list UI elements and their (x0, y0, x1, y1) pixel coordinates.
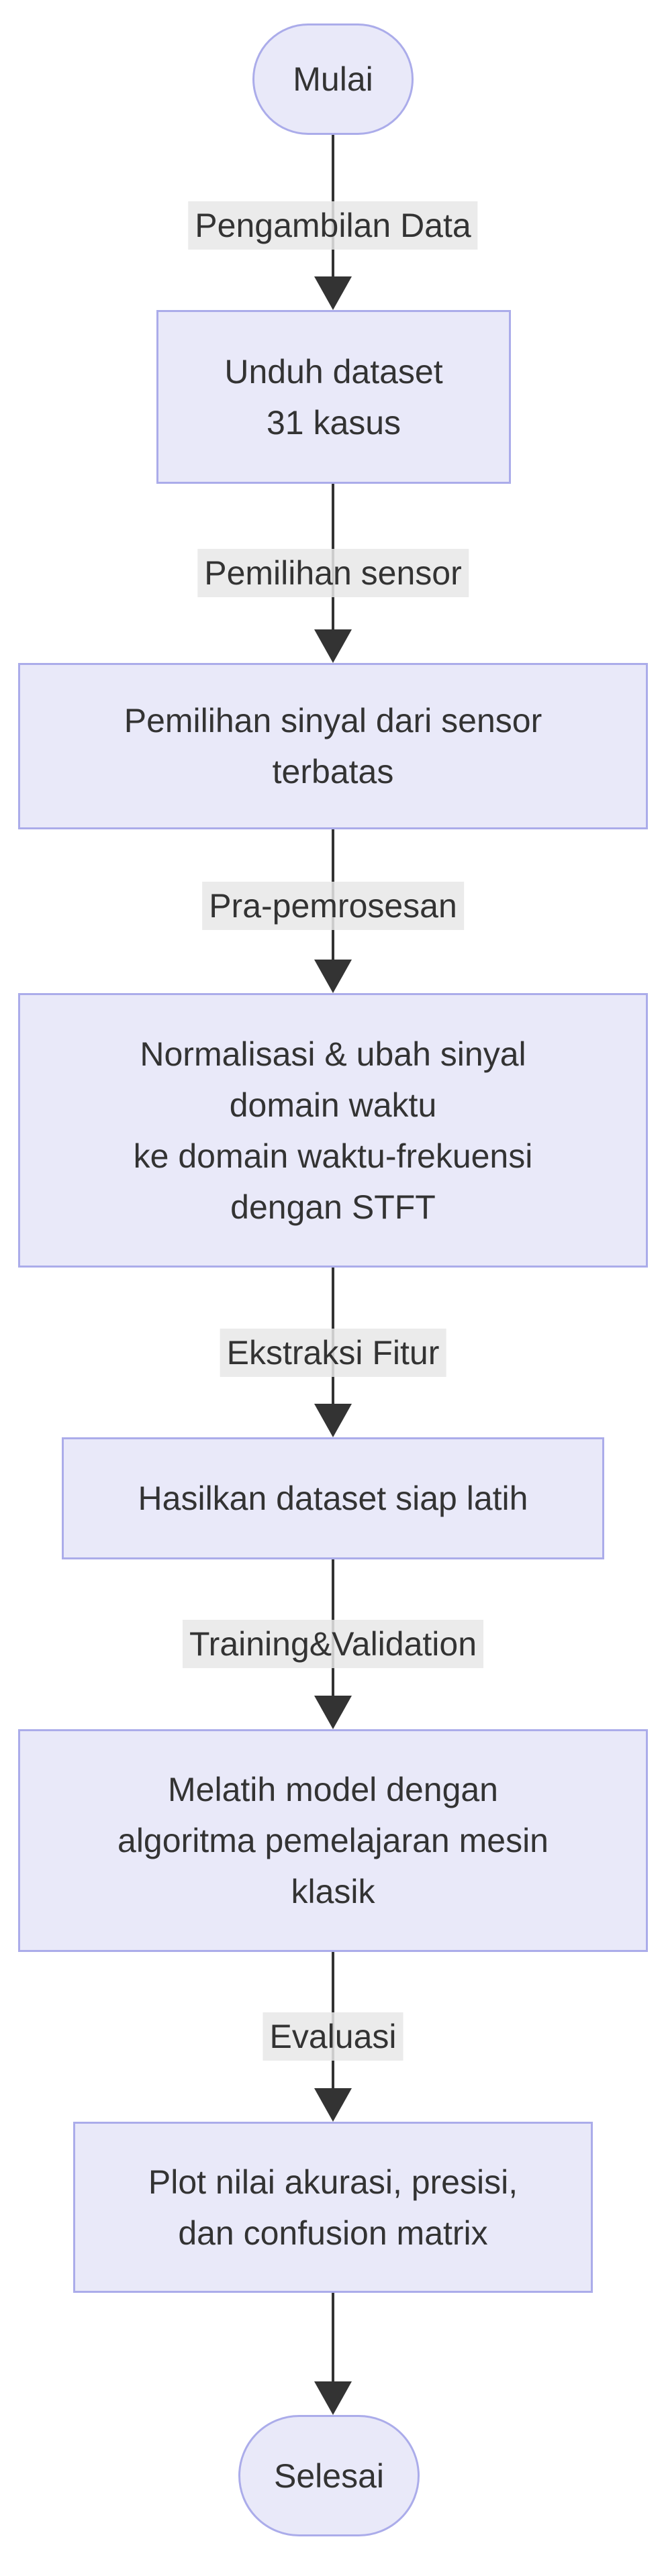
node-label-line: Unduh dataset (224, 352, 443, 391)
node-label-line: dan confusion matrix (178, 2214, 488, 2252)
arrowhead-icon (314, 629, 352, 663)
node-label-line: klasik (291, 1873, 375, 1910)
node-melatih-model: Melatih model dengan algoritma pemelajar… (18, 1729, 648, 1952)
arrowhead-icon (314, 2088, 352, 2122)
node-label-line: Hasilkan dataset siap latih (138, 1480, 528, 1517)
node-pemilihan-sinyal: Pemilihan sinyal dari sensor terbatas (18, 663, 648, 829)
node-label-line: dengan STFT (230, 1188, 436, 1226)
node-label-line: Melatih model dengan (168, 1771, 498, 1808)
node-start-mulai: Mulai (252, 23, 414, 135)
edge-label-pra-pemrosesan: Pra-pemrosesan (202, 882, 464, 930)
edge-label-pengambilan-data: Pengambilan Data (188, 201, 478, 250)
edge-label-training-validation: Training&Validation (182, 1620, 484, 1668)
node-label-line: Pemilihan sinyal dari sensor (124, 702, 542, 739)
node-label-line: domain waktu (229, 1086, 437, 1124)
node-label-line: Normalisasi & ubah sinyal (140, 1035, 526, 1073)
node-label-line: Plot nilai akurasi, presisi, (148, 2163, 518, 2201)
edge-label-pemilihan-sensor: Pemilihan sensor (197, 549, 469, 597)
node-plot-evaluasi: Plot nilai akurasi, presisi, dan confusi… (73, 2122, 593, 2293)
edge-label-ekstraksi-fitur: Ekstraksi Fitur (220, 1329, 446, 1377)
arrowhead-icon (314, 960, 352, 993)
node-label-line: algoritma pemelajaran mesin (117, 1822, 549, 1859)
node-unduh-dataset: Unduh dataset 31 kasus (156, 310, 511, 484)
arrowhead-icon (314, 1404, 352, 1437)
node-label: Selesai (274, 2457, 384, 2495)
arrowhead-icon (314, 276, 352, 310)
edge-line-7 (332, 2293, 334, 2412)
node-label-line: 31 kasus (266, 403, 401, 442)
edge-label-evaluasi: Evaluasi (263, 2012, 403, 2061)
node-label-line: ke domain waktu-frekuensi (133, 1137, 533, 1175)
arrowhead-icon (314, 1696, 352, 1729)
node-hasilkan-dataset: Hasilkan dataset siap latih (62, 1437, 604, 1559)
node-label-line: terbatas (272, 753, 394, 790)
node-label: Mulai (293, 60, 373, 98)
arrowhead-icon (314, 2381, 352, 2415)
node-end-selesai: Selesai (238, 2415, 420, 2536)
node-normalisasi-stft: Normalisasi & ubah sinyal domain waktu k… (18, 993, 648, 1268)
